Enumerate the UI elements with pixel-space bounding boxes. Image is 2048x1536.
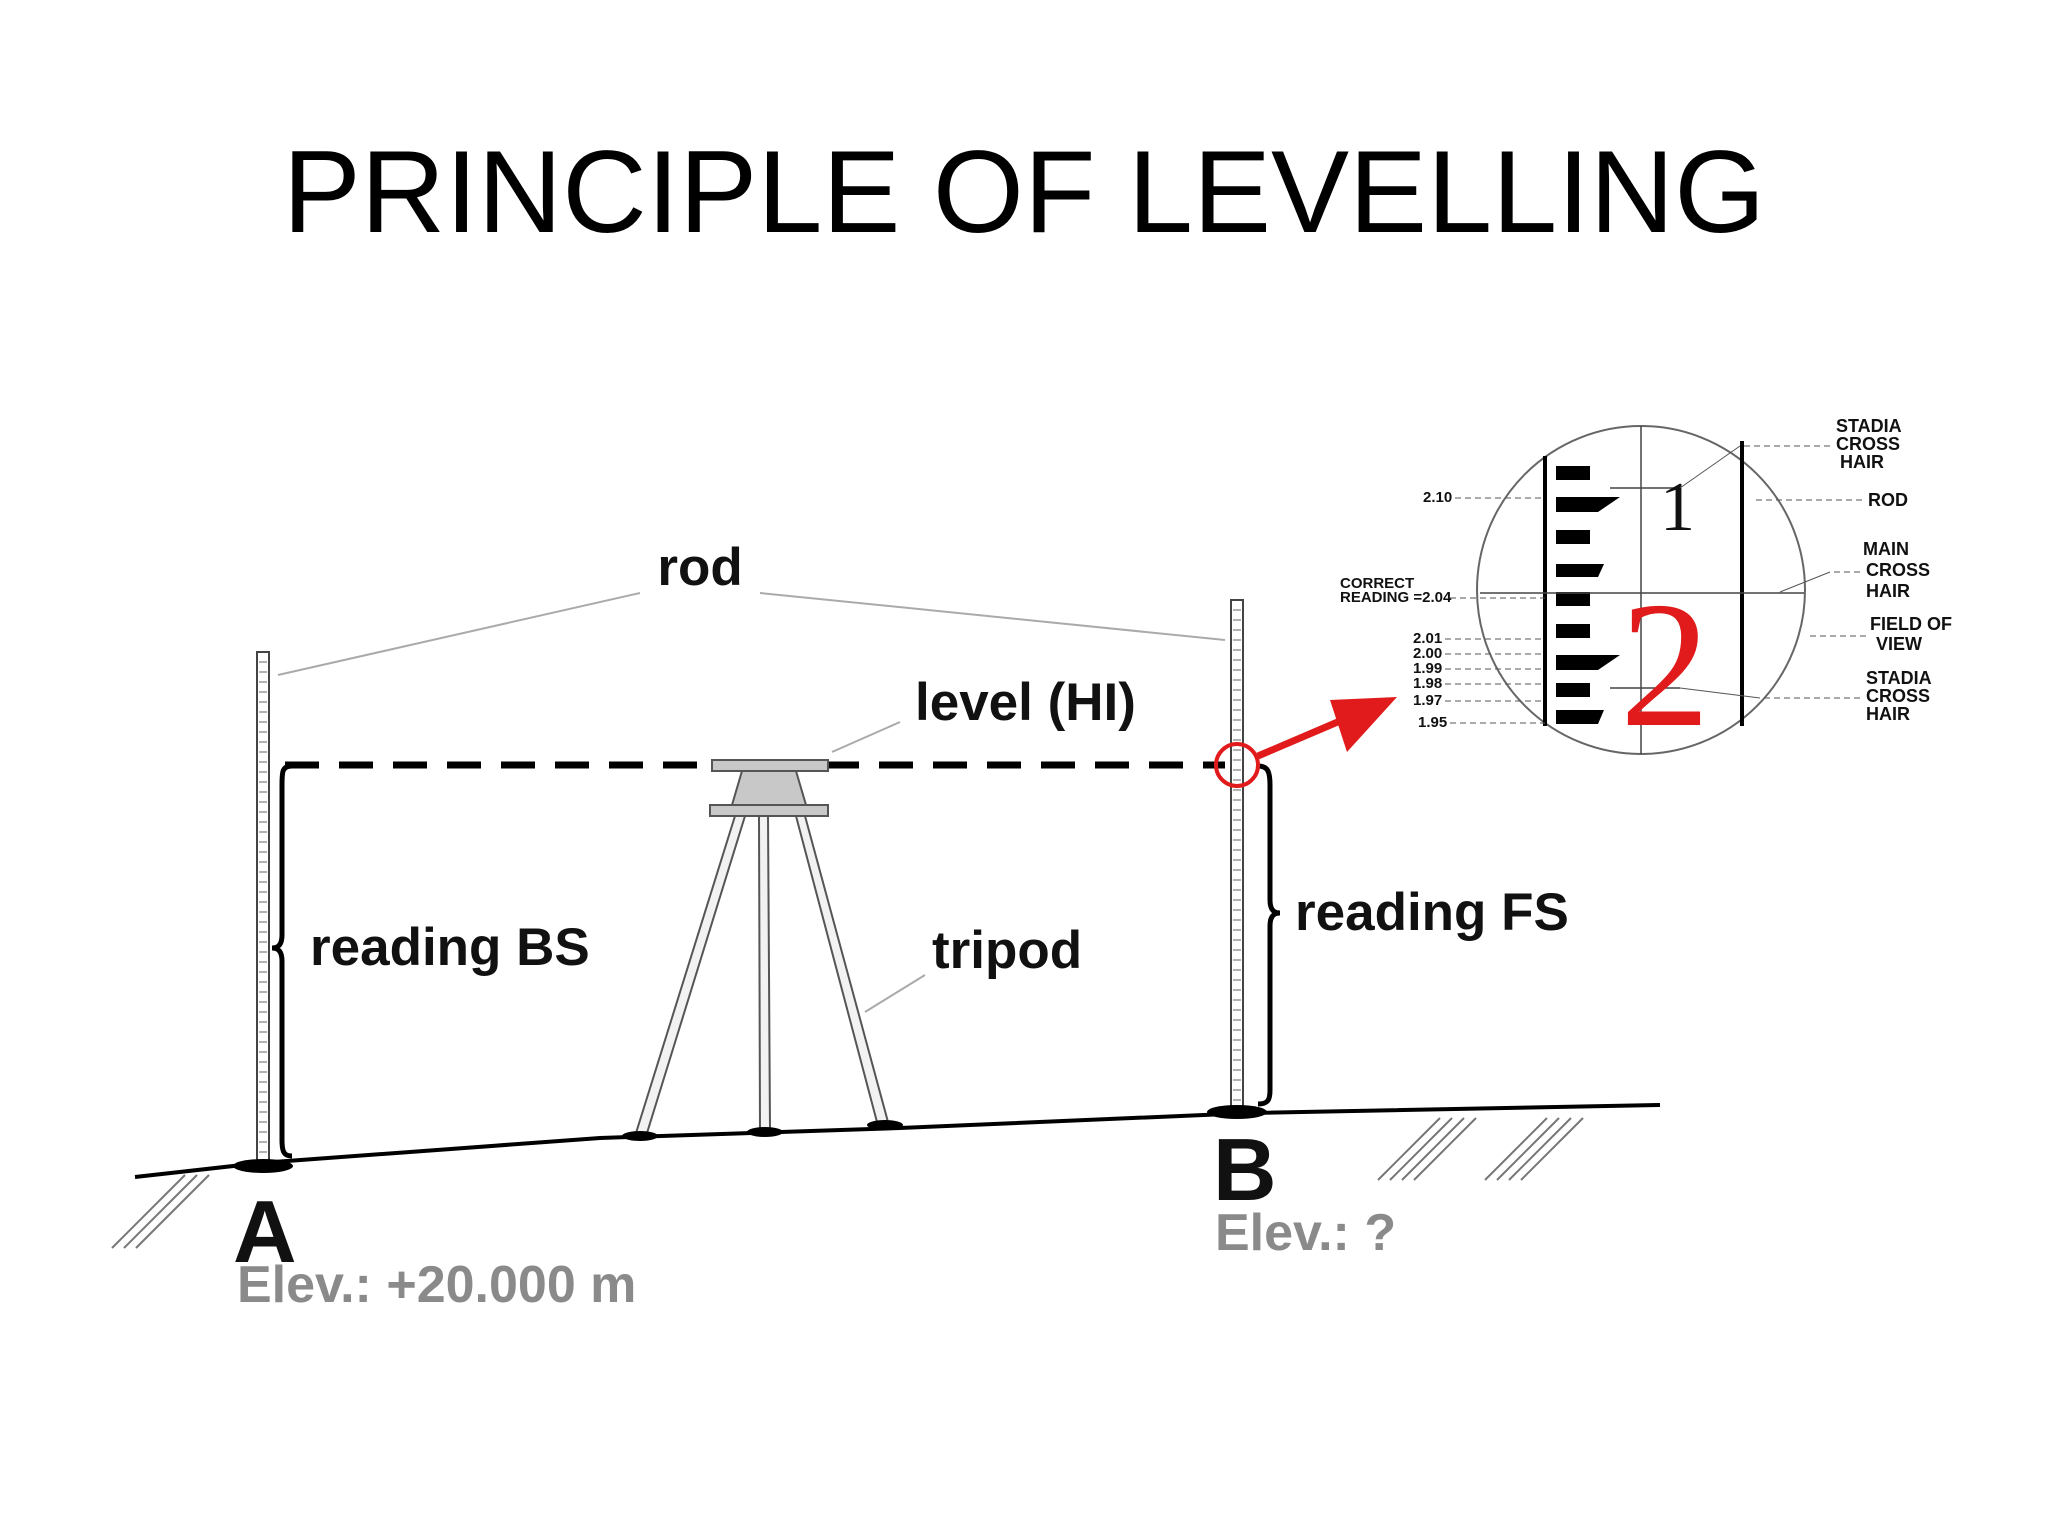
- callout-main-cross-hair: HAIR: [1866, 581, 1910, 601]
- callout-stadia-top: CROSS: [1836, 434, 1900, 454]
- callout-stadia-bottom: HAIR: [1866, 704, 1910, 724]
- level-instrument: [709, 759, 829, 817]
- brace-bs: [271, 763, 293, 1159]
- callout-stadia-bottom: STADIA: [1866, 668, 1932, 688]
- brace-fs: [1257, 763, 1281, 1107]
- callout-stadia-top: STADIA: [1836, 416, 1902, 436]
- callout-field-of-view: VIEW: [1876, 634, 1922, 654]
- elevation-b: Elev.: ?: [1215, 1204, 1396, 1262]
- arrow-icon: [1256, 697, 1397, 760]
- callout-main-cross-hair: MAIN: [1863, 539, 1909, 559]
- telescope-view-inset: 1 2 2.10 2.01 2.00 1.99 1.98 1.97 1.95 C…: [1340, 416, 1952, 764]
- callout-field-of-view: FIELD OF: [1870, 614, 1952, 634]
- reading-tick: 2.10: [1423, 489, 1452, 506]
- label-level: level (HI): [915, 673, 1136, 732]
- cross-hairs: [1480, 426, 1804, 754]
- point-b-label: B: [1213, 1120, 1277, 1219]
- rod-leaders: [277, 592, 1226, 676]
- callout-stadia-top: HAIR: [1840, 452, 1884, 472]
- page-title: PRINCIPLE OF LEVELLING: [283, 126, 1766, 257]
- callout-rod: ROD: [1868, 490, 1908, 510]
- callout-stadia-bottom: CROSS: [1866, 686, 1930, 706]
- label-reading-bs: reading BS: [310, 918, 590, 977]
- reading-tick: 1.98: [1413, 675, 1442, 692]
- reading-highlight-circle: [1214, 742, 1260, 788]
- reading-tick: 2.01: [1413, 630, 1442, 647]
- label-tripod: tripod: [932, 921, 1082, 980]
- reading-scale: 2.10 2.01 2.00 1.99 1.98 1.97 1.95 CORRE…: [1340, 489, 1545, 731]
- label-rod: rod: [657, 538, 742, 597]
- label-reading-fs: reading FS: [1295, 883, 1569, 942]
- reading-tick: 1.99: [1413, 660, 1442, 677]
- digit-lower: 2: [1620, 565, 1710, 764]
- level-leader: [831, 721, 901, 753]
- reading-tick: 1.95: [1418, 714, 1447, 731]
- reading-tick: 2.00: [1413, 645, 1442, 662]
- reading-tick: 1.97: [1413, 692, 1442, 709]
- callout-main-cross-hair: CROSS: [1866, 560, 1930, 580]
- tripod-feet: [622, 1120, 903, 1141]
- elevation-a: Elev.: +20.000 m: [237, 1256, 636, 1314]
- rod-a: [233, 651, 293, 1173]
- digit-upper: 1: [1660, 469, 1695, 546]
- rod-b: [1207, 599, 1267, 1119]
- tripod-leader: [864, 974, 926, 1013]
- callouts: STADIA CROSS HAIR ROD MAIN CROSS HAIR FI…: [1679, 416, 1952, 724]
- correct-reading-line2: READING =2.04: [1340, 589, 1452, 606]
- correct-reading-line1: CORRECT: [1340, 575, 1414, 592]
- rod-face: [1543, 441, 1744, 726]
- tripod: [634, 815, 890, 1134]
- point-a-label: A: [233, 1182, 297, 1281]
